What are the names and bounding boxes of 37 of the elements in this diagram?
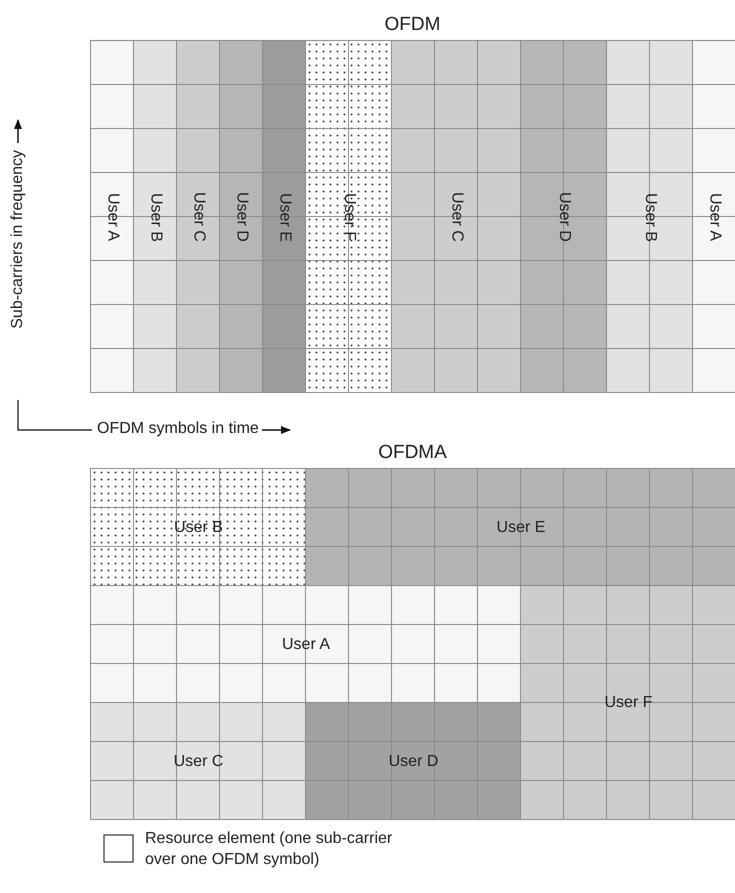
user-label: User E bbox=[276, 192, 294, 242]
user-label: User A bbox=[104, 192, 122, 241]
resource-block bbox=[392, 41, 521, 393]
resource-block bbox=[91, 703, 306, 820]
user-label: User D bbox=[388, 752, 438, 770]
axis-label: OFDM symbols in time bbox=[97, 420, 259, 438]
legend-text: Resource element (one sub-carrier over one OFDM symbol) bbox=[145, 829, 394, 870]
user-label: User F bbox=[604, 694, 652, 712]
resource-block bbox=[693, 41, 735, 393]
resource-block bbox=[521, 41, 607, 393]
dotted-resource-block bbox=[306, 41, 392, 393]
user-label: User F bbox=[340, 193, 358, 241]
axis-label: Sub-carriers in frequency bbox=[9, 150, 27, 329]
panel-heading: OFDM bbox=[384, 14, 442, 36]
resource-block bbox=[220, 41, 263, 393]
resource-block bbox=[521, 586, 735, 820]
panel-heading: OFDMA bbox=[377, 442, 448, 464]
user-label: User E bbox=[496, 518, 546, 536]
resource-block bbox=[134, 41, 177, 393]
user-label: User C bbox=[448, 192, 466, 242]
user-label: User A bbox=[706, 192, 724, 241]
user-label: User A bbox=[282, 636, 330, 654]
resource-block bbox=[91, 41, 134, 393]
user-label: User D bbox=[232, 192, 250, 242]
user-label: User B bbox=[641, 192, 659, 242]
resource-block bbox=[177, 41, 220, 393]
user-label: User B bbox=[174, 518, 223, 536]
user-label: User C bbox=[174, 752, 224, 770]
dotted-resource-block bbox=[91, 469, 306, 586]
user-label: User D bbox=[555, 192, 573, 242]
resource-block bbox=[263, 41, 306, 393]
resource-block bbox=[91, 586, 521, 703]
resource-block bbox=[607, 41, 693, 393]
user-label: User C bbox=[190, 192, 208, 242]
resource-block bbox=[306, 469, 735, 586]
user-label: User B bbox=[146, 192, 164, 242]
resource-block bbox=[306, 703, 521, 820]
